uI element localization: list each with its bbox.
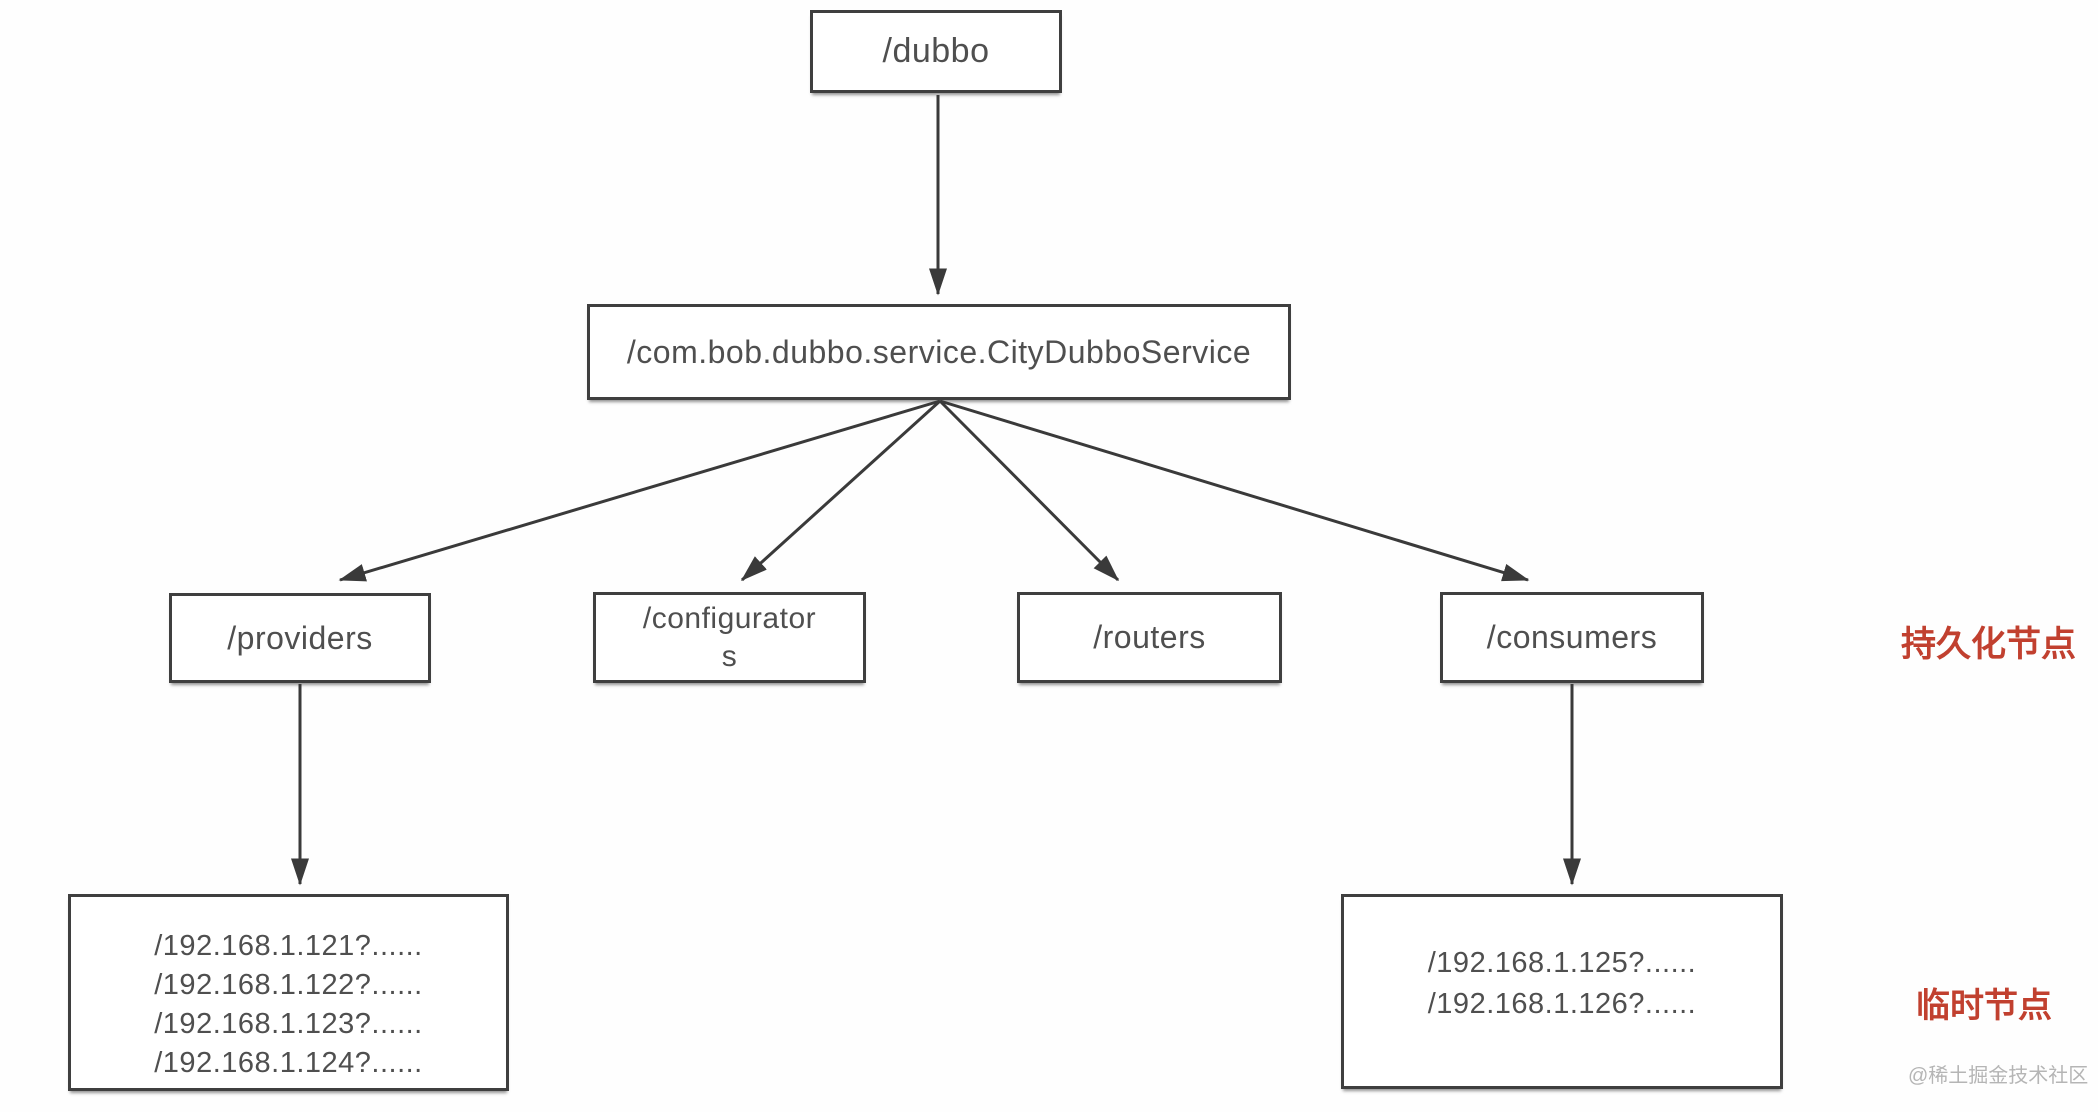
provider-child-2: /192.168.1.122?......	[154, 969, 423, 1001]
edge-service-consumers	[939, 399, 1530, 582]
provider-child-3: /192.168.1.123?......	[154, 1008, 423, 1040]
node-consumers-label: /consumers	[1486, 619, 1658, 655]
node-configurators-line-1: /configurator	[642, 602, 817, 635]
provider-child-4: /192.168.1.124?......	[154, 1047, 423, 1079]
node-routers-label: /routers	[1093, 619, 1206, 655]
node-configurators-label: /configurator s	[643, 600, 816, 675]
node-consumers: /consumers	[1440, 592, 1704, 683]
persistent-node-annotation: 持久化节点	[1901, 625, 2077, 664]
edge-service-routers	[938, 399, 1120, 582]
node-configurators: /configurator s	[593, 592, 866, 683]
consumer-child-1: /192.168.1.125?......	[1427, 947, 1697, 979]
edge-service-configurators	[740, 399, 942, 582]
provider-child-1: /192.168.1.121?......	[154, 930, 423, 962]
node-consumer-children: /192.168.1.125?...... /192.168.1.126?...…	[1341, 894, 1783, 1089]
ephemeral-node-annotation: 临时节点	[1916, 987, 2052, 1025]
node-provider-children: /192.168.1.121?...... /192.168.1.122?...…	[68, 894, 509, 1091]
node-dubbo-label: /dubbo	[882, 32, 990, 70]
node-providers: /providers	[169, 593, 431, 683]
consumer-child-2: /192.168.1.126?......	[1427, 988, 1697, 1020]
node-routers: /routers	[1017, 592, 1282, 683]
node-providers-label: /providers	[227, 619, 373, 656]
node-configurators-line-2: s	[721, 639, 738, 673]
edge-service-providers	[338, 399, 941, 582]
node-service-label: /com.bob.dubbo.service.CityDubboService	[626, 333, 1252, 370]
watermark: @稀土掘金技术社区	[1908, 1065, 2089, 1087]
node-service: /com.bob.dubbo.service.CityDubboService	[587, 304, 1291, 400]
node-dubbo: /dubbo	[810, 10, 1062, 93]
